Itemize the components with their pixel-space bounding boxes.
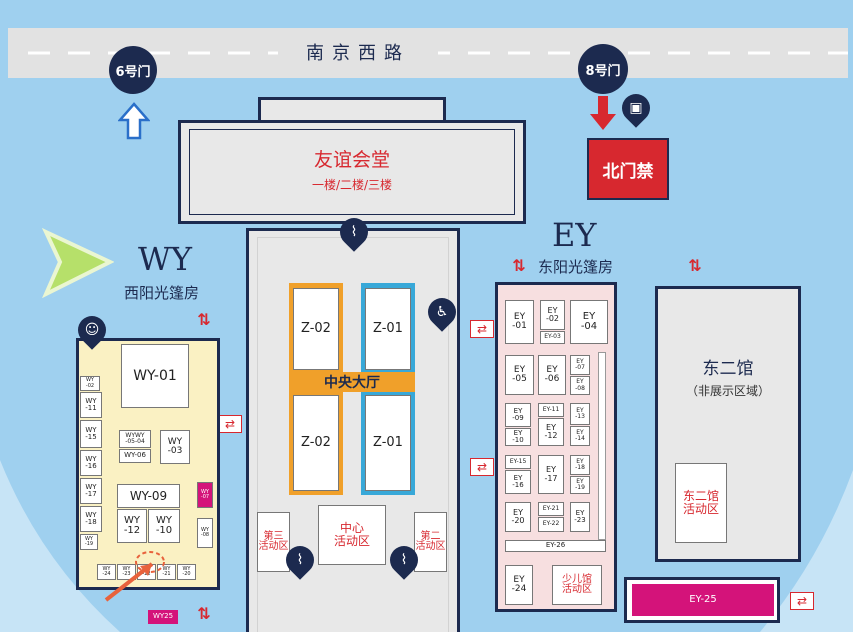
booth-ey-19[interactable]: EY -19 [570, 476, 590, 494]
stairs-icon: ⌇ [350, 224, 358, 240]
restroom-icon: ♿ [435, 304, 449, 320]
gate-6-marker[interactable]: 6号门 [109, 46, 157, 94]
booth-ey-20[interactable]: EY -20 [505, 502, 531, 532]
north-gate[interactable]: 北门禁 [587, 138, 669, 200]
east-hall-2-note: （非展示区域） [685, 383, 770, 398]
booth-ey-03[interactable]: EY-03 [540, 331, 565, 344]
road-name: 南京西路 [278, 38, 438, 66]
booth-ey-13[interactable]: EY -13 [570, 403, 590, 425]
booth-wy-19[interactable]: WY -19 [80, 534, 98, 550]
arrow-down-icon [590, 96, 616, 130]
friendship-hall-title: 友谊会堂 [313, 148, 390, 171]
booth-z02-top[interactable]: Z-02 [293, 288, 339, 370]
exit-icon: ⇄ [470, 320, 494, 338]
booth-wy-24[interactable]: WY -24 [97, 564, 116, 580]
booth-wy-06[interactable]: WY-06 [119, 449, 151, 463]
booth-wy-15[interactable]: WY -15 [80, 420, 102, 448]
ey-name: 东阳光篷房 [538, 258, 614, 276]
booth-wy-09[interactable]: WY-09 [117, 484, 180, 508]
booth-ey-21[interactable]: EY-21 [538, 502, 564, 516]
east-hall-2-activity-area[interactable]: 东二馆 活动区 [675, 463, 727, 543]
booth-ey-26[interactable]: EY-26 [505, 540, 606, 552]
booth-wy-11[interactable]: WY -11 [80, 392, 102, 418]
booth-wy-02[interactable]: WY -02 [80, 376, 100, 391]
stairs-icon: ⌇ [400, 552, 408, 568]
baby-care-icon: ☺ [84, 322, 100, 338]
exit-icon: ⇅ [197, 309, 211, 329]
booth-wy-05-04[interactable]: WYWY -05-04 [119, 430, 151, 448]
booth-ey-22[interactable]: EY-22 [538, 517, 564, 532]
booth-ey-15[interactable]: EY-15 [505, 455, 531, 469]
booth-ey-17[interactable]: EY -17 [538, 455, 564, 494]
booth-z01-bottom[interactable]: Z-01 [365, 395, 411, 491]
booth-ey-06[interactable]: EY -06 [538, 355, 566, 395]
booth-ey-05[interactable]: EY -05 [505, 355, 534, 395]
east-hall-2-title: 东二馆 [702, 358, 754, 379]
exit-icon: ⇅ [688, 255, 702, 275]
booth-ey-09[interactable]: EY -09 [505, 403, 531, 427]
booth-wy-23[interactable]: WY -23 [117, 564, 136, 580]
booth-wy-12[interactable]: WY -12 [117, 509, 147, 543]
booth-wy-18[interactable]: WY -18 [80, 506, 102, 532]
exit-icon: ⇅ [197, 603, 211, 623]
booth-wy-21[interactable]: WY -21 [157, 564, 176, 580]
booth-ey-08[interactable]: EY -08 [570, 376, 590, 395]
booth-z02-bottom[interactable]: Z-02 [293, 395, 339, 491]
exit-icon: ⇄ [218, 415, 242, 433]
booth-wy-07[interactable]: WY -07 [197, 482, 213, 508]
exit-icon: ⇅ [512, 255, 526, 275]
booth-ey-18[interactable]: EY -18 [570, 455, 590, 475]
kids-activity-area[interactable]: 少儿馆 活动区 [552, 565, 602, 605]
arrow-up-icon [118, 102, 150, 140]
booth-ey-12[interactable]: EY -12 [538, 418, 564, 446]
second-activity-area[interactable]: 第二 活动区 [414, 512, 447, 572]
booth-wy-20[interactable]: WY -20 [177, 564, 196, 580]
gate-8-marker[interactable]: 8号门 [578, 44, 628, 94]
third-activity-area[interactable]: 第三 活动区 [257, 512, 290, 572]
booth-ey-07[interactable]: EY -07 [570, 355, 590, 375]
exit-icon: ⇄ [790, 592, 814, 610]
central-hall-label: 中央大厅 [289, 372, 415, 392]
lounge-icon: ▣ [629, 100, 643, 116]
booth-ey-02[interactable]: EY -02 [540, 300, 565, 330]
booth-wy-16[interactable]: WY -16 [80, 450, 102, 476]
friendship-hall-floors: 一楼/二楼/三楼 [311, 177, 393, 192]
pointer-arrow [104, 551, 165, 602]
booth-ey-10[interactable]: EY -10 [505, 428, 531, 446]
stairs-icon: ⌇ [296, 552, 304, 568]
friendship-hall[interactable]: 友谊会堂 一楼/二楼/三楼 [178, 120, 526, 224]
booth-wy-03[interactable]: WY -03 [160, 430, 190, 464]
booth-ey-16[interactable]: EY -16 [505, 470, 531, 494]
you-are-here-arrow [42, 228, 114, 298]
booth-wy-25[interactable]: WY25 [148, 610, 178, 624]
booth-wy-17[interactable]: WY -17 [80, 478, 102, 504]
booth-wy-08[interactable]: WY -08 [197, 518, 213, 548]
booth-ey-25[interactable]: EY-25 [632, 584, 774, 616]
center-activity-area[interactable]: 中心 活动区 [318, 505, 386, 565]
booth-wy-10[interactable]: WY -10 [148, 509, 180, 543]
ey-code: EY [552, 216, 597, 254]
ey-26-vertical [598, 352, 606, 540]
road-dashes [28, 51, 848, 55]
wy-code: WY [138, 240, 193, 278]
booth-ey-23[interactable]: EY -23 [570, 502, 590, 532]
booth-z01-top[interactable]: Z-01 [365, 288, 411, 370]
east-hall-2[interactable]: 东二馆 （非展示区域） 东二馆 活动区 [655, 286, 801, 562]
booth-wy-01[interactable]: WY-01 [121, 344, 189, 408]
booth-ey-14[interactable]: EY -14 [570, 426, 590, 446]
booth-ey-04[interactable]: EY -04 [570, 300, 608, 344]
exit-icon: ⇄ [470, 458, 494, 476]
booth-ey-01[interactable]: EY -01 [505, 300, 534, 344]
wy-name: 西阳光篷房 [124, 284, 200, 302]
booth-ey-11[interactable]: EY-11 [538, 403, 564, 417]
booth-ey-24[interactable]: EY -24 [505, 565, 533, 605]
